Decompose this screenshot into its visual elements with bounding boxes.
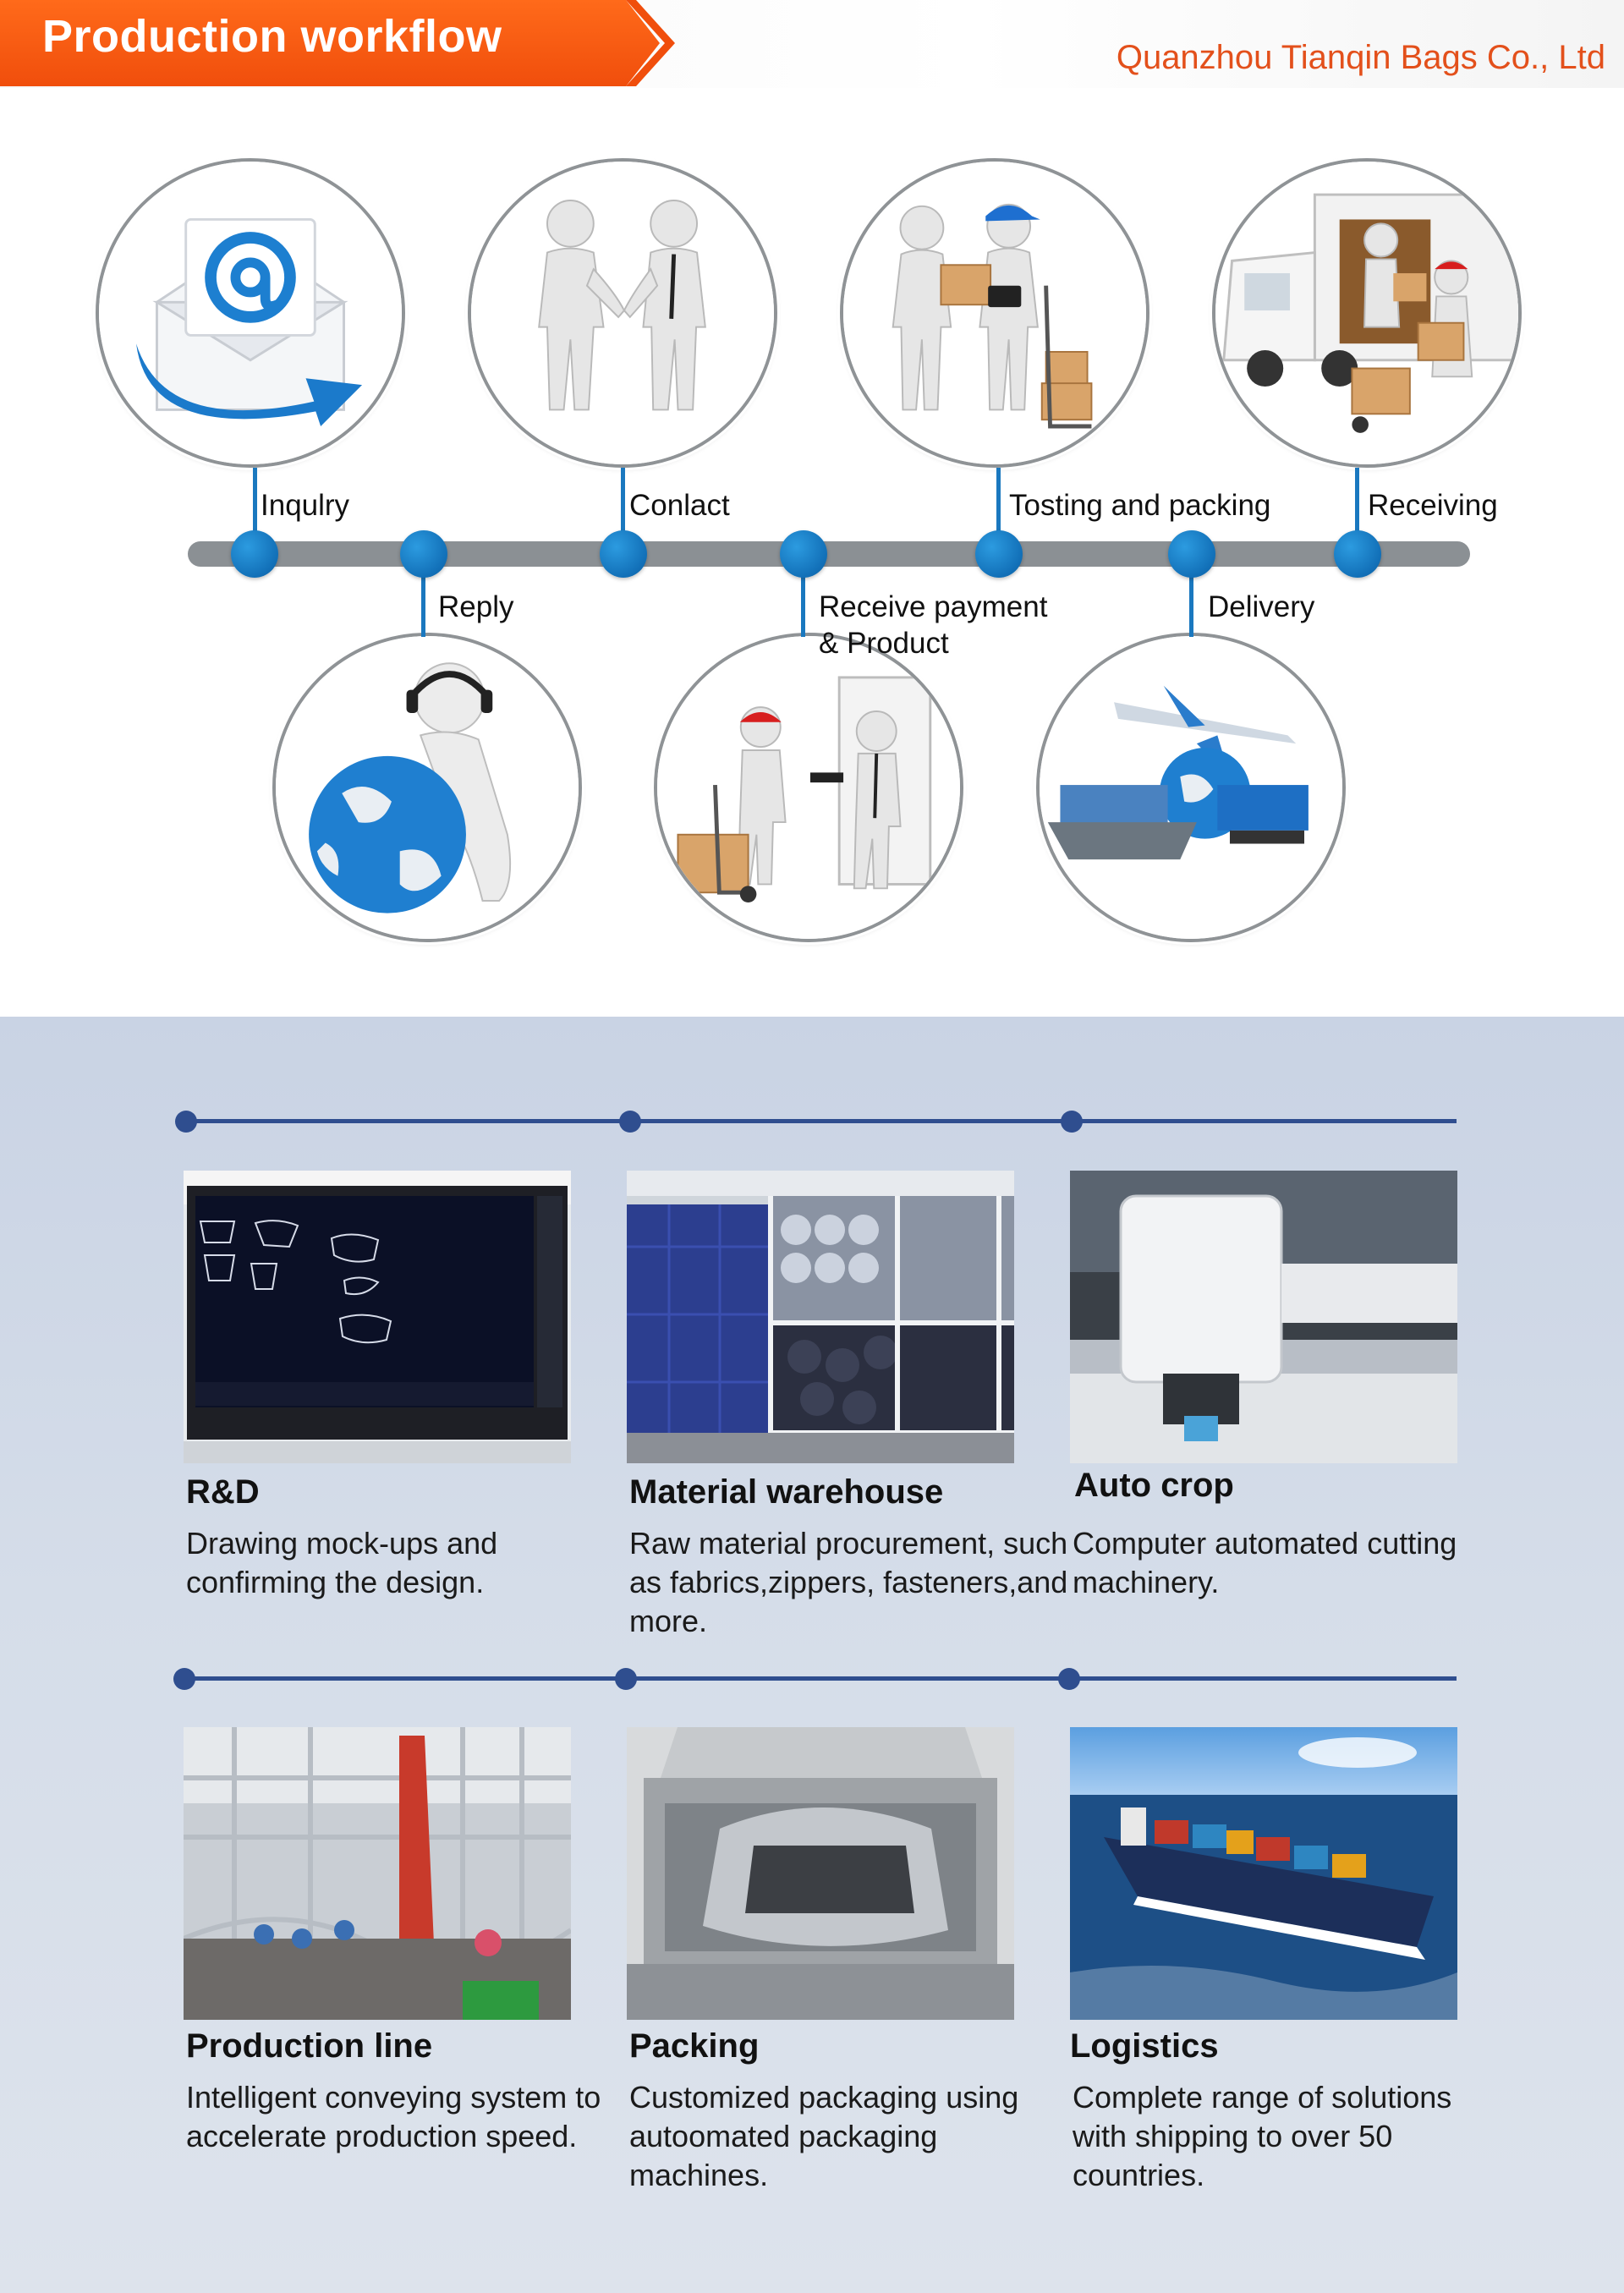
card-title-material-warehouse: Material warehouse	[629, 1473, 944, 1511]
step-label-delivery: Delivery	[1208, 590, 1315, 623]
step-label-receive-payment-line2: & Product	[819, 627, 949, 660]
truck-unloading-icon	[1212, 158, 1522, 468]
card-desc-rnd: Drawing mock-ups and confirming the desi…	[186, 1526, 498, 1599]
email-at-icon	[96, 158, 405, 468]
card-title-production-line: Production line	[186, 2027, 433, 2065]
factory-line-photo	[184, 1727, 571, 2020]
card-title-rnd: R&D	[186, 1473, 260, 1511]
warehouse-shelves-photo	[627, 1171, 1014, 1463]
timeline-connector	[253, 468, 257, 554]
step-label-testing-packing: Tosting and packing	[1009, 489, 1271, 522]
shipping-globe-icon	[1036, 633, 1346, 942]
header-title-banner	[0, 0, 660, 86]
vacuum-packer-photo	[627, 1727, 1014, 2020]
timeline-dot	[600, 530, 647, 578]
timeline-connector	[801, 554, 805, 637]
row-divider	[184, 1676, 1457, 1681]
step-label-reply: Reply	[438, 590, 514, 623]
card-desc-logistics: Complete range of solutions with shippin…	[1073, 2080, 1452, 2192]
step-label-inquiry: Inqulry	[261, 489, 350, 522]
step-label-receive-payment: Receive payment	[819, 590, 1048, 623]
bullmer-cutter-photo	[1070, 1171, 1457, 1463]
timeline-dot	[400, 530, 447, 578]
company-name: Quanzhou Tianqin Bags Co., Ltd	[1116, 39, 1605, 76]
cad-monitor-photo	[184, 1171, 571, 1463]
card-desc-material-warehouse: Raw material procurement, such as fabric…	[629, 1526, 1068, 1638]
headset-globe-icon	[272, 633, 582, 942]
timeline-connector	[421, 554, 425, 637]
timeline-connector	[621, 468, 625, 554]
card-desc-auto-crop: Computer automated cutting machinery.	[1073, 1526, 1457, 1599]
row-divider-dot	[1058, 1668, 1080, 1690]
timeline-dot	[1168, 530, 1215, 578]
container-ship-photo	[1070, 1727, 1457, 2020]
step-label-receiving: Receiving	[1368, 489, 1498, 522]
timeline-connector	[1189, 554, 1193, 637]
row-divider-dot	[615, 1668, 637, 1690]
row-divider	[184, 1119, 1457, 1123]
step-label-contact: Conlact	[629, 489, 730, 522]
card-title-auto-crop: Auto crop	[1074, 1467, 1234, 1504]
packing-icon	[840, 158, 1149, 468]
page-title: Production workflow	[42, 11, 502, 62]
timeline-bar	[188, 541, 1470, 567]
timeline-dot	[1334, 530, 1381, 578]
row-divider-dot	[1061, 1111, 1083, 1133]
row-divider-dot	[619, 1111, 641, 1133]
card-title-logistics: Logistics	[1070, 2027, 1219, 2065]
card-desc-packing: Customized packaging using autoomated pa…	[629, 2080, 1019, 2192]
process-section: R&D Drawing mock-ups and confirming the …	[0, 1017, 1624, 2293]
row-divider-dot	[173, 1668, 195, 1690]
card-desc-production-line: Intelligent conveying system to accelera…	[186, 2080, 601, 2153]
row-divider-dot	[175, 1111, 197, 1133]
delivery-handover-icon	[654, 633, 963, 942]
card-title-packing: Packing	[629, 2027, 760, 2065]
handshake-icon	[468, 158, 777, 468]
timeline-dot	[975, 530, 1023, 578]
timeline-dot	[780, 530, 827, 578]
page-header: Production workflow Quanzhou Tianqin Bag…	[0, 0, 1624, 88]
timeline-connector	[996, 468, 1001, 554]
timeline-dot	[231, 530, 278, 578]
timeline-connector	[1355, 468, 1359, 554]
